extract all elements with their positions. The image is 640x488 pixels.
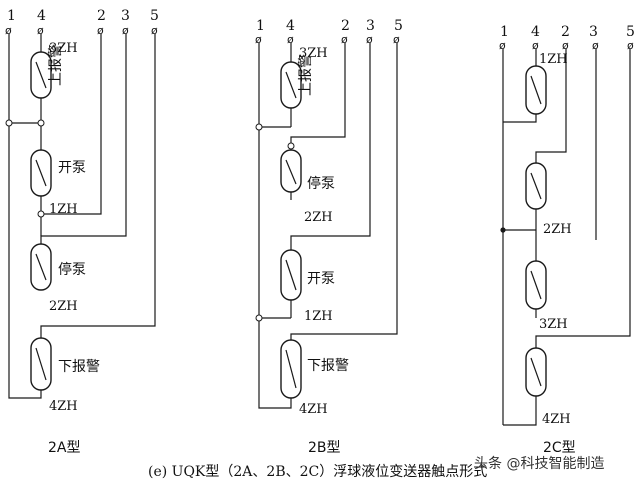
float-switch-4zh [280, 339, 302, 399]
switch-desc: 停泵 [58, 261, 86, 278]
wiring [258, 43, 398, 409]
terminal-1-symbol: ø [499, 39, 506, 52]
junction-dot [500, 227, 506, 233]
float-switch-1zh [30, 149, 52, 197]
junction-node [287, 142, 295, 150]
terminal-4-label: 4 [531, 24, 540, 40]
switch-code: 4ZH [542, 412, 571, 427]
terminal-3-label: 3 [589, 24, 598, 40]
junction-node [255, 314, 263, 322]
terminal-5-symbol: ø [151, 24, 158, 37]
wiring [502, 49, 631, 426]
diagram-2b: 1 4 2 3 5 ø ø ø ø ø [255, 18, 403, 456]
terminal-4-label: 4 [286, 18, 295, 34]
switch-code: 2ZH [543, 222, 572, 237]
terminal-4-label: 4 [37, 8, 46, 24]
terminal-5-label: 5 [394, 18, 403, 34]
diagram-title: 2A型 [48, 440, 80, 456]
junction-node [37, 119, 45, 127]
terminal-1-symbol: ø [5, 24, 12, 37]
terminal-3-label: 3 [366, 18, 375, 34]
switch-code: 3ZH [299, 46, 328, 61]
switch-code: 3ZH [49, 41, 78, 56]
switch-code: 1ZH [49, 202, 78, 217]
switch-code: 4ZH [299, 402, 328, 417]
terminal-2-label: 2 [97, 8, 106, 24]
switch-code: 2ZH [304, 210, 333, 225]
switch-desc: 开泵 [58, 160, 86, 176]
terminal-4-symbol: ø [532, 39, 539, 52]
float-switch-2zh [525, 162, 547, 210]
float-switch-3zh [280, 61, 302, 109]
switch-code: 3ZH [539, 317, 568, 332]
terminal-3-label: 3 [121, 8, 130, 24]
terminal-1-label: 1 [7, 8, 16, 24]
float-switch-4zh [525, 347, 547, 397]
terminal-2-label: 2 [561, 24, 570, 40]
terminal-2-symbol: ø [341, 33, 348, 46]
terminal-4-symbol: ø [287, 33, 294, 46]
float-switch-2zh [280, 149, 302, 193]
switch-desc: 上报警 [298, 54, 314, 96]
switch-desc: 停泵 [307, 175, 335, 192]
switch-code: 4ZH [49, 399, 78, 414]
switch-desc: 上报警 [48, 44, 64, 86]
switch-desc: 下报警 [58, 359, 100, 375]
figure-caption: (e) UQK型（2A、2B、2C）浮球液位变送器触点形式 [148, 464, 487, 480]
float-switch-2zh [30, 243, 52, 291]
terminal-5-symbol: ø [393, 33, 400, 46]
switch-code: 1ZH [539, 52, 568, 67]
junction-node [255, 123, 263, 131]
terminal-4-symbol: ø [37, 24, 44, 37]
terminal-2-symbol: ø [97, 24, 104, 37]
terminal-2-symbol: ø [562, 39, 569, 52]
switch-code: 2ZH [49, 299, 78, 314]
switch-desc: 开泵 [307, 271, 335, 287]
float-switch-3zh [525, 260, 547, 310]
terminal-2-label: 2 [341, 18, 350, 34]
terminal-1-label: 1 [500, 24, 509, 40]
float-switch-1zh [280, 249, 302, 301]
terminal-5-label: 5 [626, 24, 635, 40]
float-switch-4zh [30, 337, 52, 391]
float-switch-1zh [525, 65, 547, 115]
terminal-1-symbol: ø [255, 33, 262, 46]
diagram-2a: 1 4 2 3 5 ø ø ø ø ø [5, 8, 159, 456]
junction-node [37, 210, 45, 218]
diagram-title: 2C型 [543, 440, 576, 456]
switch-code: 1ZH [304, 309, 333, 324]
terminal-3-symbol: ø [122, 24, 129, 37]
terminal-5-symbol: ø [627, 39, 634, 52]
terminal-1-label: 1 [256, 18, 265, 34]
terminal-3-symbol: ø [592, 39, 599, 52]
switch-desc: 下报警 [307, 358, 349, 374]
junction-node [5, 119, 13, 127]
terminal-3-symbol: ø [366, 33, 373, 46]
terminal-5-label: 5 [150, 8, 159, 24]
float-switch-3zh [30, 51, 52, 99]
diagram-title: 2B型 [308, 440, 341, 456]
diagram-2c: 1 4 2 3 5 ø ø ø ø ø [499, 24, 635, 456]
watermark: 头条 @科技智能制造 [474, 455, 604, 472]
